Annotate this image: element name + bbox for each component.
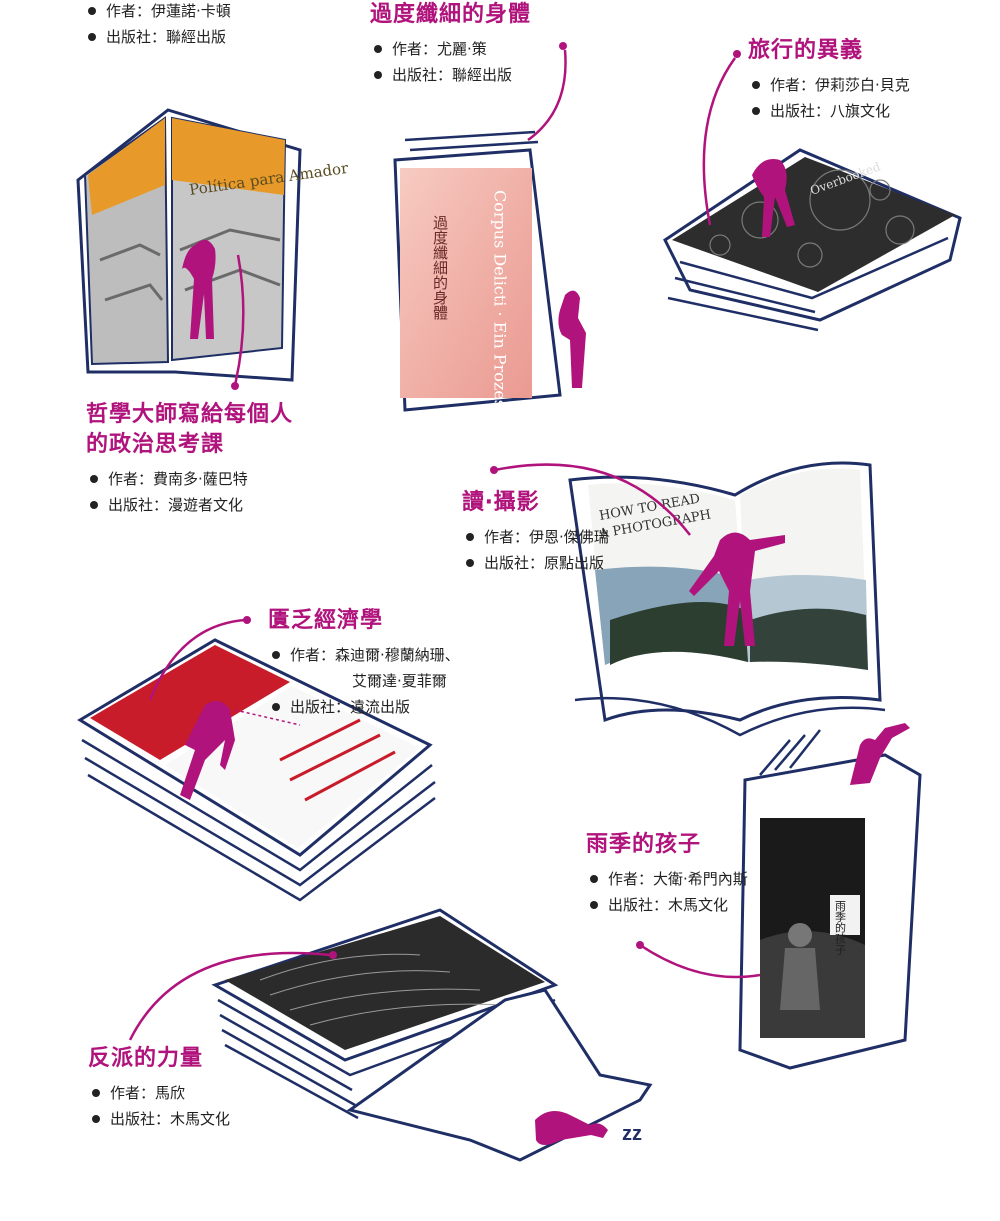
book-meta-3: 作者：伊莉莎白‧貝克 出版社：八旗文化: [748, 72, 910, 124]
book-scarcity-illustration: [77, 616, 436, 902]
book-meta-1: 作者：伊蓮諾‧卡頓 出版社：聯經出版: [84, 0, 231, 50]
book-villain-illustration: zz: [128, 908, 653, 1162]
book-overbooked-illustration: Overbooked: [663, 50, 962, 332]
book-info-1: 作者：伊蓮諾‧卡頓 出版社：聯經出版: [84, 0, 231, 50]
cover-text-corpus-cjk: 過度纖細的身體: [431, 215, 449, 320]
book-info-2: 過度纖細的身體 作者：尤麗‧策 出版社：聯經出版: [370, 0, 531, 88]
book-publisher-8: 出版社：木馬文化: [88, 1106, 230, 1132]
book-author-3: 作者：伊莉莎白‧貝克: [748, 72, 910, 98]
book-author-5: 作者：伊恩‧傑佛瑞: [462, 524, 609, 550]
book-corpus-delicti-illustration: 過度纖細的身體 Corpus Delicti · Ein Prozess: [393, 42, 586, 416]
book-meta-2: 作者：尤麗‧策 出版社：聯經出版: [370, 36, 531, 88]
book-author-2: 作者：尤麗‧策: [370, 36, 531, 62]
book-publisher-1: 出版社：聯經出版: [84, 24, 231, 50]
book-title-2: 過度纖細的身體: [370, 2, 532, 27]
book-title-7: 雨季的孩子: [586, 832, 702, 857]
book-title-5: 讀‧攝影: [462, 490, 540, 515]
book-title-4: 哲學大師寫給每個人 的政治思考課: [86, 402, 294, 457]
book-info-3: 旅行的異義 作者：伊莉莎白‧貝克 出版社：八旗文化: [748, 36, 910, 124]
book-meta-6: 作者：森迪爾‧穆蘭納珊、 艾爾達‧夏菲爾 出版社：遠流出版: [268, 642, 460, 720]
book-publisher-2: 出版社：聯經出版: [370, 62, 531, 88]
book-meta-8: 作者：馬欣 出版社：木馬文化: [88, 1080, 230, 1132]
cover-text-corpus-latin: Corpus Delicti · Ein Prozess: [491, 190, 510, 416]
book-publisher-7: 出版社：木馬文化: [586, 892, 748, 918]
book-author-8: 作者：馬欣: [88, 1080, 230, 1106]
sleep-zz: zz: [622, 1123, 642, 1145]
book-publisher-5: 出版社：原點出版: [462, 550, 609, 576]
book-info-8: 反派的力量 作者：馬欣 出版社：木馬文化: [88, 1044, 230, 1132]
book-meta-7: 作者：大衛‧希門內斯 出版社：木馬文化: [586, 866, 748, 918]
book-open-standing-illustration: Política para Amador: [76, 108, 350, 390]
book-author-4: 作者：費南多‧薩巴特: [86, 466, 293, 492]
book-meta-4: 作者：費南多‧薩巴特 出版社：漫遊者文化: [86, 466, 293, 518]
book-meta-5: 作者：伊恩‧傑佛瑞 出版社：原點出版: [462, 524, 609, 576]
book-photography-illustration: HOW TO READ A PHOTOGRAPH: [490, 461, 886, 737]
book-title-3: 旅行的異義: [748, 38, 864, 63]
book-author-7: 作者：大衛‧希門內斯: [586, 866, 748, 892]
book-info-5: 讀‧攝影 作者：伊恩‧傑佛瑞 出版社：原點出版: [462, 488, 609, 576]
book-rainy-child-illustration: 雨季的孩子: [636, 723, 922, 1070]
book-info-6: 匱乏經濟學 作者：森迪爾‧穆蘭納珊、 艾爾達‧夏菲爾 出版社：遠流出版: [268, 606, 460, 720]
book-title-6: 匱乏經濟學: [268, 608, 384, 633]
cover-text-rainy: 雨季的孩子: [834, 900, 847, 955]
book-info-7: 雨季的孩子 作者：大衛‧希門內斯 出版社：木馬文化: [586, 830, 748, 918]
book-publisher-6: 出版社：遠流出版: [268, 694, 460, 720]
book-publisher-4: 出版社：漫遊者文化: [86, 492, 293, 518]
book-info-4: 哲學大師寫給每個人 的政治思考課 作者：費南多‧薩巴特 出版社：漫遊者文化: [86, 400, 293, 518]
book-author-6: 作者：森迪爾‧穆蘭納珊、 艾爾達‧夏菲爾: [268, 642, 460, 694]
book-publisher-3: 出版社：八旗文化: [748, 98, 910, 124]
book-title-8: 反派的力量: [88, 1046, 204, 1071]
book-author-1: 作者：伊蓮諾‧卡頓: [84, 0, 231, 24]
